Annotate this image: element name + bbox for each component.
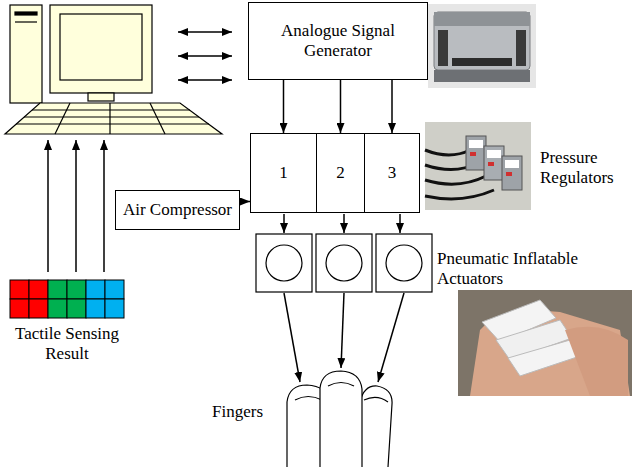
finger-drawing [364, 397, 388, 402]
connector-arrow [240, 201, 250, 203]
computer-icon [15, 21, 37, 22]
regulator-box: 2 [316, 133, 365, 213]
regulator-box: 1 [250, 133, 317, 213]
finger-arrows [341, 293, 344, 368]
tactile-grid [86, 299, 105, 318]
finger-drawing [328, 383, 354, 387]
finger-drawing [287, 371, 392, 467]
compressor-box: Air Compressor [115, 190, 240, 230]
regulator-photo [469, 140, 483, 148]
computer-icon [16, 123, 209, 124]
daq-photo [438, 30, 448, 66]
finger-arrows [378, 293, 404, 382]
computer-icon [55, 103, 70, 134]
data-link-arrows [178, 32, 232, 80]
daq-photo [428, 4, 536, 88]
actuator-symbols [326, 245, 362, 281]
connector-arrow [340, 80, 342, 133]
regulator-photo [425, 122, 531, 210]
computer-icon [10, 5, 42, 103]
node-text: 1 [279, 163, 288, 183]
hand-photo [565, 327, 628, 396]
computer-icon [5, 103, 222, 134]
tactile-grid [10, 280, 124, 318]
tactile-grid [67, 299, 86, 318]
regulator-photo [466, 136, 486, 170]
sensor-arrows [75, 140, 77, 272]
tactile-grid [10, 299, 29, 318]
daq-photo [434, 12, 530, 26]
regulator-photo [506, 172, 512, 176]
node-text: Analogue Signal Generator [249, 21, 427, 62]
tactile-grid [86, 280, 105, 299]
part-label: Fingers [212, 402, 282, 422]
regulator-photo [502, 156, 522, 190]
daq-photo [434, 12, 530, 70]
regulator-photo [425, 122, 531, 210]
computer-icon [50, 5, 152, 93]
actuator-symbols [256, 234, 432, 292]
tactile-grid [105, 280, 124, 299]
data-link-arrows [178, 79, 232, 81]
finger-drawing [320, 371, 362, 467]
computer-icon [24, 116, 199, 117]
tactile-grid [48, 280, 67, 299]
tactile-grid [67, 280, 86, 299]
finger-arrows [284, 293, 300, 382]
part-label: Pneumatic Inflatable Actuators [437, 249, 612, 290]
data-link-arrows [178, 31, 232, 33]
air-line-arrows [284, 214, 400, 233]
computer-icon [150, 103, 165, 134]
node-text: Air Compressor [123, 200, 232, 220]
regulator-photo [487, 150, 501, 158]
daq-photo [516, 30, 526, 66]
finger-arrows [284, 293, 404, 382]
tactile-grid [48, 299, 67, 318]
daq-photo [428, 4, 536, 88]
sensor-arrows [48, 140, 104, 272]
hand-photo [508, 340, 580, 376]
computer-icon [88, 93, 114, 101]
data-link-arrows [178, 55, 232, 57]
air-line-arrows [343, 214, 345, 233]
regulator-photo [484, 146, 504, 180]
computer-icon [32, 109, 190, 110]
connector-arrow [283, 80, 285, 133]
node-text: 2 [336, 163, 345, 183]
actuator-symbols [266, 245, 302, 281]
daq-photo [452, 58, 512, 66]
finger-drawing [295, 397, 322, 401]
figure-caption-label: Tactile Sensing Result [10, 324, 124, 365]
regulator-photo [505, 160, 519, 168]
connector-arrow [391, 80, 393, 133]
actuator-symbols [316, 234, 372, 292]
daq-photo [434, 70, 530, 82]
sensor-arrows [47, 140, 49, 272]
actuator-symbols [256, 234, 312, 292]
tactile-grid [10, 280, 29, 299]
actuator-symbols [376, 234, 432, 292]
regulator-photo [470, 152, 476, 156]
regulator-photo [488, 162, 494, 166]
computer-icon [109, 103, 110, 134]
tactile-grid [29, 280, 48, 299]
tactile-grid [105, 299, 124, 318]
generator-box: Analogue Signal Generator [248, 2, 428, 80]
air-line-arrows [399, 214, 401, 233]
computer-icon [60, 14, 142, 80]
tactile-grid [29, 299, 48, 318]
actuator-symbols [386, 245, 422, 281]
node-text: 3 [388, 163, 397, 183]
sensor-arrows [103, 140, 105, 272]
hand-photo [458, 290, 632, 396]
computer-icon [5, 5, 222, 134]
air-line-arrows [283, 214, 285, 233]
regulator-box: 3 [364, 133, 420, 213]
part-label: Pressure Regulators [540, 148, 630, 189]
hand-photo [458, 290, 632, 396]
computer-icon [15, 12, 37, 15]
